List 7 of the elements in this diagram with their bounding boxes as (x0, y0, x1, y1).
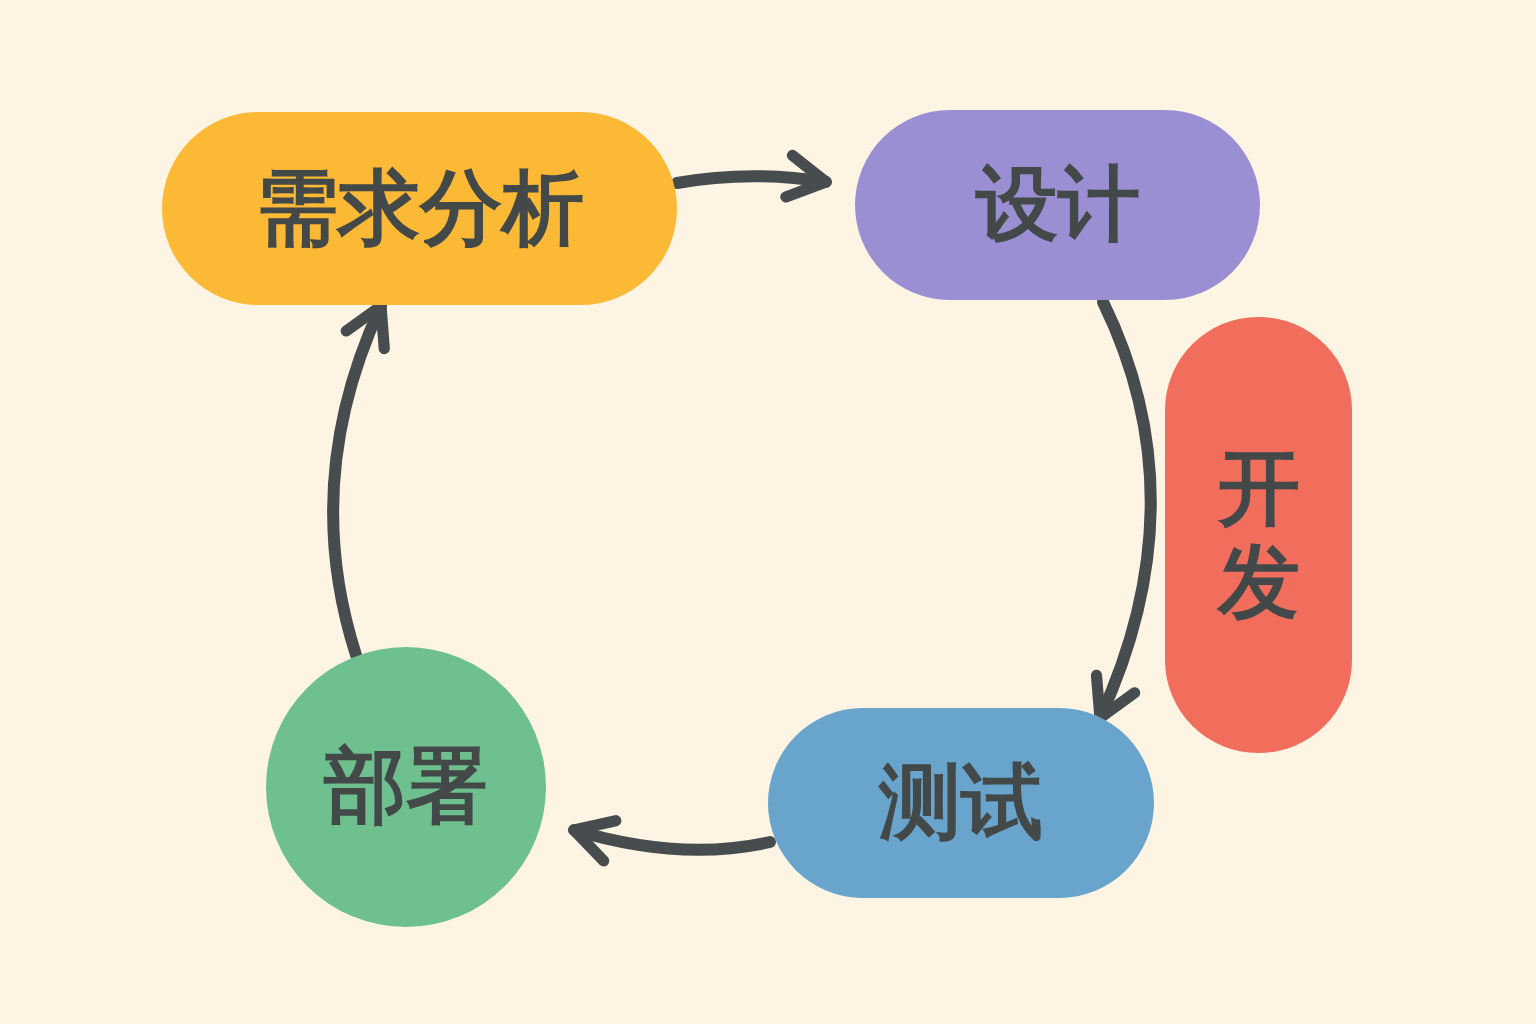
stage-box: 测试 (768, 708, 1154, 898)
stage-circle: 部署 (266, 647, 546, 927)
arrow (671, 150, 832, 204)
stage-box: 开发 (1165, 317, 1352, 753)
stage-box: 设计 (855, 110, 1260, 300)
stage-box: 需求分析 (162, 112, 677, 305)
arrow (568, 814, 776, 866)
